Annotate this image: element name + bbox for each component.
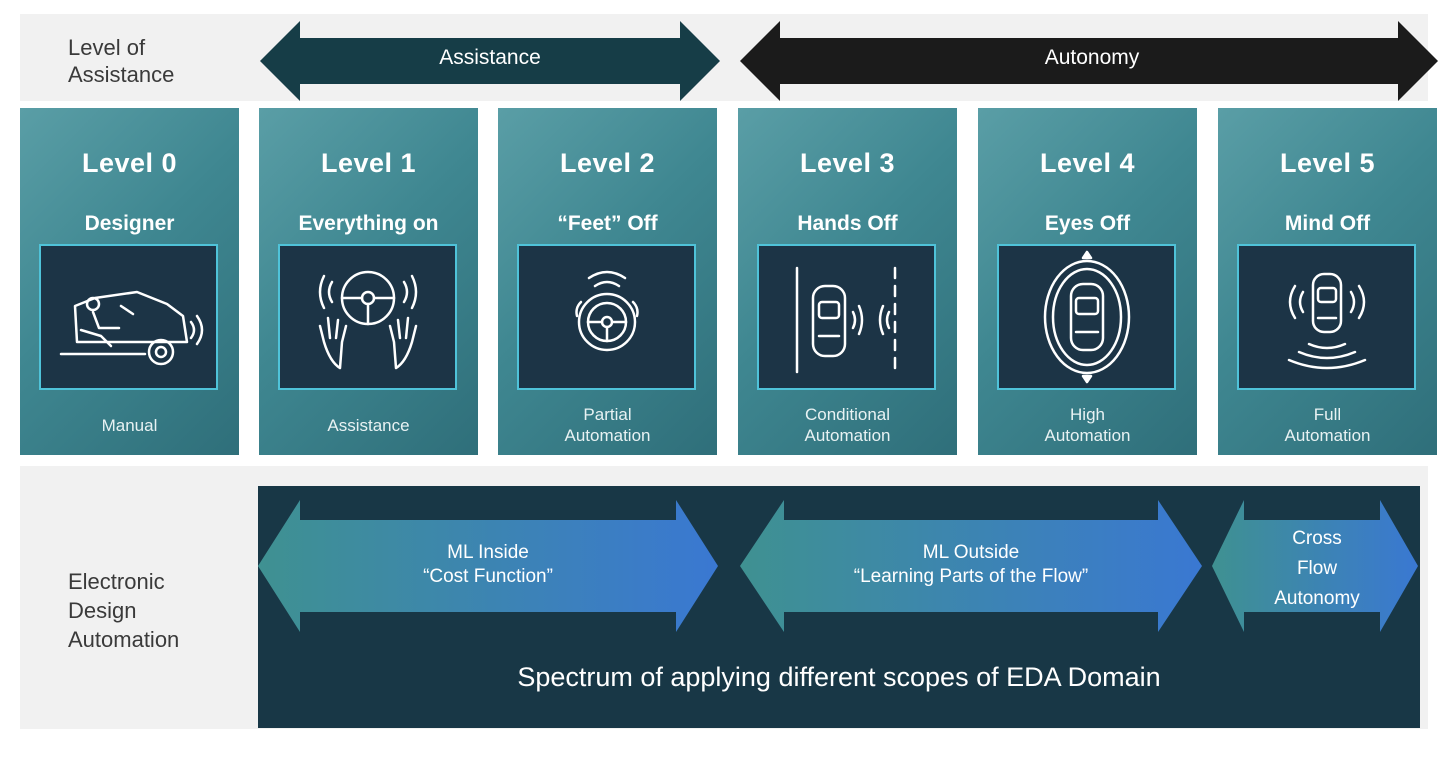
level-subtitle: Mind Off bbox=[1284, 212, 1371, 235]
assistance-arrow-label: Assistance bbox=[439, 46, 541, 69]
top-arrows bbox=[260, 21, 1438, 101]
level-title: Level 5 bbox=[1279, 148, 1376, 178]
ml-inside-arrow bbox=[258, 500, 718, 632]
level-description: Assistance bbox=[327, 415, 410, 435]
level-description: Full Automation bbox=[1284, 405, 1371, 445]
autonomy-arrow-label: Autonomy bbox=[1044, 46, 1140, 69]
level-icon-box bbox=[757, 244, 936, 390]
level-title: Level 1 bbox=[320, 148, 417, 178]
level-subtitle: Hands Off bbox=[797, 212, 898, 235]
level-2-card: Level 2 “Feet” Off Partial Automation bbox=[498, 108, 717, 455]
assistance-arrow bbox=[260, 21, 720, 101]
level-subtitle: Everything on bbox=[298, 212, 439, 235]
level-title: Level 0 bbox=[81, 148, 178, 178]
ml-inside-label: ML Inside “Cost Function” bbox=[423, 542, 553, 587]
level-icon-box bbox=[39, 244, 218, 390]
level-5-card: Level 5 Mind Off Full Automation bbox=[1218, 108, 1437, 455]
level-description: Partial Automation bbox=[564, 405, 651, 445]
cross-flow-label: Cross Flow Autonomy bbox=[1274, 528, 1360, 609]
car-surround-icon bbox=[1043, 250, 1131, 384]
ml-outside-arrow bbox=[740, 500, 1202, 632]
level-icon-box bbox=[517, 244, 696, 390]
car-signal-icon bbox=[1287, 272, 1367, 370]
car-lane-icon bbox=[795, 266, 897, 374]
level-title: Level 4 bbox=[1039, 148, 1136, 178]
level-subtitle: Eyes Off bbox=[1044, 212, 1131, 235]
cross-flow-arrow bbox=[1212, 500, 1418, 632]
spectrum-caption: Spectrum of applying different scopes of… bbox=[517, 662, 1161, 692]
steering-wheel-icon bbox=[575, 270, 639, 352]
steering-wheel-hands-icon bbox=[318, 270, 418, 370]
autonomy-arrow bbox=[740, 21, 1438, 101]
level-of-assistance-label: Level of Assistance bbox=[68, 35, 175, 87]
level-description: Manual bbox=[101, 415, 158, 435]
car-driver-icon bbox=[59, 290, 204, 366]
ml-outside-label: ML Outside “Learning Parts of the Flow” bbox=[853, 542, 1089, 587]
level-4-card: Level 4 Eyes Off High Automation bbox=[978, 108, 1197, 455]
level-icon-box bbox=[1237, 244, 1416, 390]
level-1-card: Level 1 Everything on Assistance bbox=[259, 108, 478, 455]
level-0-card: Level 0 Designer Manual bbox=[20, 108, 239, 455]
level-description: Conditional Automation bbox=[804, 405, 891, 445]
level-subtitle: Designer bbox=[84, 212, 175, 235]
level-icon-box bbox=[997, 244, 1176, 390]
level-description: High Automation bbox=[1044, 405, 1131, 445]
level-subtitle: “Feet” Off bbox=[557, 212, 658, 235]
level-icon-box bbox=[278, 244, 457, 390]
level-title: Level 2 bbox=[559, 148, 656, 178]
level-3-card: Level 3 Hands Off Conditional Automation bbox=[738, 108, 957, 455]
level-title: Level 3 bbox=[799, 148, 896, 178]
eda-row-label: Electronic Design Automation bbox=[68, 569, 180, 652]
